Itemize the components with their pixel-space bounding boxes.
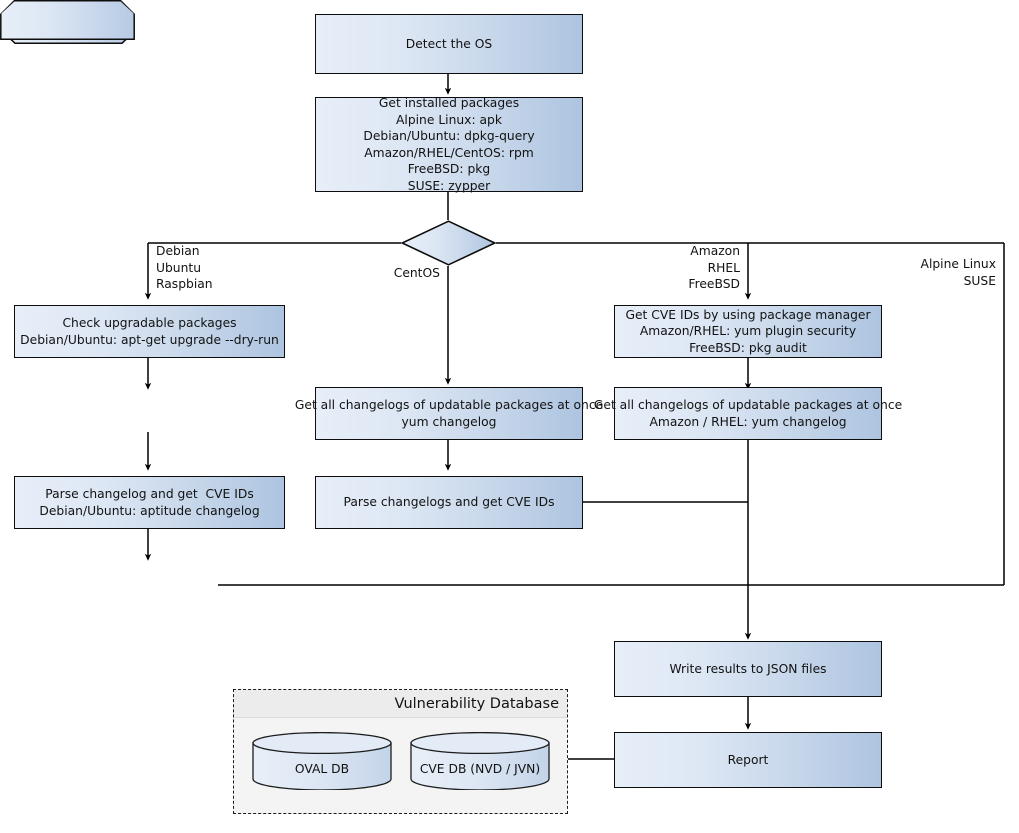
node-get-changelogs-rhel-label: Get all changelogs of updatable packages… [593, 398, 903, 429]
node-write-results-label: Write results to JSON files [669, 661, 827, 676]
node-os-decision-label [401, 220, 496, 266]
node-parse-changelogs-centos-label: Parse changelogs and get CVE IDs [343, 495, 555, 510]
node-report-label: Report [727, 752, 769, 767]
node-parse-changelogs-centos[interactable]: Parse changelogs and get CVE IDs [315, 476, 583, 529]
node-end-loop[interactable]: end loop [0, 40, 137, 84]
database-cve-db-label: CVE DB (NVD / JVN) [419, 762, 541, 776]
node-get-changelogs-rhel[interactable]: Get all changelogs of updatable packages… [594, 387, 902, 440]
node-parse-changelog-debian[interactable]: Parse changelog and get CVE IDs Debian/U… [14, 476, 285, 529]
database-oval-db-label: OVAL DB [294, 762, 350, 776]
edge-label-centos-branch: CentOS [393, 266, 440, 280]
vulnerability-database-title: Vulnerability Database [234, 690, 567, 718]
node-write-results[interactable]: Write results to JSON files [614, 641, 882, 697]
node-get-installed-packages-label: Get installed packages Alpine Linux: apk… [363, 96, 535, 193]
database-cve-db[interactable]: CVE DB (NVD / JVN) [410, 731, 550, 791]
node-get-cve-ids-package-manager[interactable]: Get CVE IDs by using package manager Ama… [614, 305, 882, 358]
node-get-cve-ids-package-manager-label: Get CVE IDs by using package manager Ama… [625, 307, 871, 355]
node-get-changelogs-centos-label: Get all changelogs of updatable packages… [294, 398, 604, 429]
vulnerability-database-group: Vulnerability Database OVAL DB [233, 689, 568, 814]
node-check-upgradable-packages-label: Check upgradable packages Debian/Ubuntu:… [20, 316, 279, 347]
node-get-installed-packages[interactable]: Get installed packages Alpine Linux: apk… [315, 96, 583, 193]
database-oval-db[interactable]: OVAL DB [252, 731, 392, 791]
node-report[interactable]: Report [614, 732, 882, 788]
edge-label-amazon-branch: Amazon RHEL FreeBSD [688, 244, 740, 291]
node-check-upgradable-packages[interactable]: Check upgradable packages Debian/Ubuntu:… [14, 305, 285, 358]
edge-label-debian-branch: Debian Ubuntu Raspbian [156, 244, 213, 291]
edge-label-alpine-branch: Alpine Linux SUSE [920, 257, 996, 288]
node-get-changelogs-centos[interactable]: Get all changelogs of updatable packages… [295, 387, 603, 440]
node-detect-os[interactable]: Detect the OS [315, 14, 583, 74]
node-detect-os-label: Detect the OS [405, 36, 493, 51]
node-os-decision[interactable] [400, 220, 497, 266]
node-parse-changelog-debian-label: Parse changelog and get CVE IDs Debian/U… [39, 487, 260, 518]
node-foreach-loop-start[interactable]: foreach upgradable packages [0, 0, 135, 40]
